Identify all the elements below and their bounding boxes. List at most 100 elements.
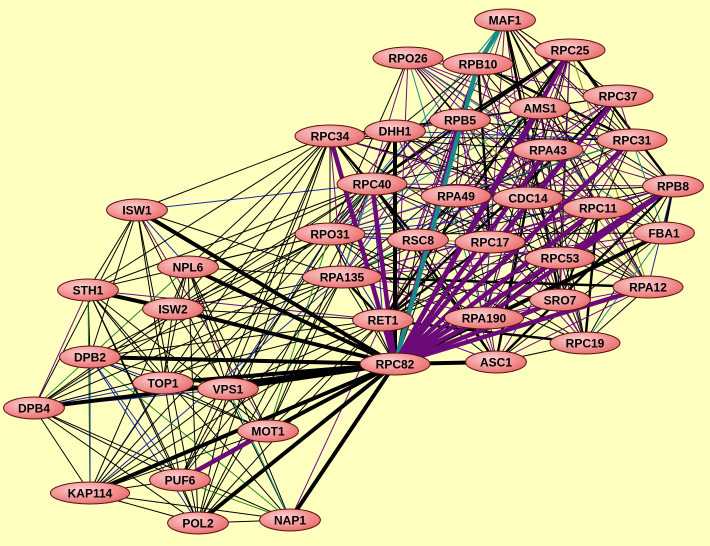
node-vps1[interactable]: VPS1	[197, 377, 259, 401]
node-rsc8[interactable]: RSC8	[387, 228, 449, 252]
node-shape	[149, 468, 211, 492]
node-shape	[294, 124, 366, 148]
node-label: RPA43	[529, 144, 567, 158]
node-rpc53[interactable]: RPC53	[524, 246, 596, 270]
node-top1[interactable]: TOP1	[132, 371, 194, 395]
node-label: RPA49	[437, 190, 475, 204]
node-nap1[interactable]: NAP1	[259, 508, 321, 532]
heavy-edge	[369, 183, 398, 365]
node-rpb10[interactable]: RPB10	[442, 52, 514, 76]
node-label: POL2	[182, 517, 214, 531]
node-dpb4[interactable]: DPB4	[3, 396, 65, 420]
node-shape	[132, 371, 194, 395]
heavy-edge	[288, 362, 397, 522]
node-rpc11[interactable]: RPC11	[562, 196, 634, 220]
node-label: RPC11	[579, 202, 617, 216]
node-label: FBA1	[648, 227, 680, 241]
node-rpo31[interactable]: RPO31	[294, 222, 366, 246]
node-fba1[interactable]: FBA1	[633, 221, 695, 245]
node-rpc40[interactable]: RPC40	[336, 172, 408, 196]
edge	[187, 266, 269, 432]
edge	[33, 233, 331, 409]
node-label: RPB8	[657, 180, 689, 194]
edge	[394, 130, 633, 141]
node-shape	[197, 377, 259, 401]
node-ams1[interactable]: AMS1	[509, 96, 571, 120]
node-mot1[interactable]: MOT1	[237, 419, 299, 443]
edge	[179, 135, 331, 481]
node-cdc14[interactable]: CDC14	[492, 186, 564, 210]
node-asc1[interactable]: ASC1	[465, 350, 527, 374]
node-rpa49[interactable]: RPA49	[420, 184, 492, 208]
node-shape	[259, 508, 321, 532]
node-label: RPC25	[551, 44, 590, 58]
node-npl6[interactable]: NPL6	[157, 255, 219, 279]
edge	[89, 356, 199, 524]
node-shape	[509, 96, 571, 120]
node-rpa43[interactable]: RPA43	[512, 138, 584, 162]
node-label: RPC19	[566, 337, 605, 351]
edge	[89, 388, 229, 494]
node-maf1[interactable]: MAF1	[474, 8, 536, 32]
node-rpc31[interactable]: RPC31	[596, 128, 668, 152]
node-label: DPB2	[74, 351, 106, 365]
node-label: PUF6	[165, 474, 196, 488]
edge	[329, 63, 479, 235]
node-isw2[interactable]: ISW2	[142, 297, 204, 321]
node-isw1[interactable]: ISW1	[106, 198, 168, 222]
edge	[187, 183, 373, 268]
node-label: ISW1	[122, 204, 152, 218]
node-shape	[387, 228, 449, 252]
edge	[136, 135, 331, 211]
node-pol2[interactable]: POL2	[167, 511, 229, 535]
edge	[89, 135, 331, 494]
node-puf6[interactable]: PUF6	[149, 468, 211, 492]
node-dhh1[interactable]: DHH1	[364, 119, 426, 143]
heavy-edge	[89, 355, 396, 366]
node-rpb8[interactable]: RPB8	[642, 174, 704, 198]
edge	[172, 183, 373, 310]
edge	[33, 209, 138, 409]
edge	[87, 289, 384, 321]
edge	[584, 185, 674, 344]
node-shape	[49, 481, 131, 505]
edge	[341, 95, 619, 278]
node-rpb5[interactable]: RPB5	[429, 108, 491, 132]
node-rpa12[interactable]: RPA12	[612, 275, 684, 299]
edge	[417, 185, 674, 241]
heavy-edge	[187, 265, 396, 366]
edge	[172, 308, 229, 390]
node-shape	[492, 186, 564, 210]
node-rpa135[interactable]: RPA135	[301, 265, 383, 289]
edge	[289, 319, 384, 521]
edge	[33, 289, 89, 409]
node-rpc19[interactable]: RPC19	[549, 331, 621, 355]
node-rpc82[interactable]: RPC82	[359, 352, 431, 376]
node-sth1[interactable]: STH1	[57, 278, 119, 302]
node-sro7[interactable]: SRO7	[529, 288, 591, 312]
node-label: MOT1	[251, 425, 285, 439]
node-dpb2[interactable]: DPB2	[59, 345, 121, 369]
edge	[89, 319, 384, 494]
node-shape	[512, 138, 584, 162]
edge	[267, 233, 331, 432]
heavy-edge	[172, 307, 396, 366]
node-rpc34[interactable]: RPC34	[294, 124, 366, 148]
node-label: NPL6	[173, 261, 204, 275]
heavy-edge	[135, 208, 397, 366]
node-shape	[420, 184, 492, 208]
node-ret1[interactable]: RET1	[352, 308, 414, 332]
node-rpo26[interactable]: RPO26	[372, 46, 444, 70]
node-rpc25[interactable]: RPC25	[534, 38, 606, 62]
node-kap114[interactable]: KAP114	[49, 481, 131, 505]
node-rpa190[interactable]: RPA190	[443, 306, 525, 330]
edge	[162, 308, 174, 384]
node-rpc17[interactable]: RPC17	[454, 230, 526, 254]
node-rpc37[interactable]: RPC37	[582, 84, 654, 108]
node-shape	[612, 275, 684, 299]
edge	[394, 63, 479, 132]
node-shape	[429, 108, 491, 132]
node-shape	[596, 128, 668, 152]
